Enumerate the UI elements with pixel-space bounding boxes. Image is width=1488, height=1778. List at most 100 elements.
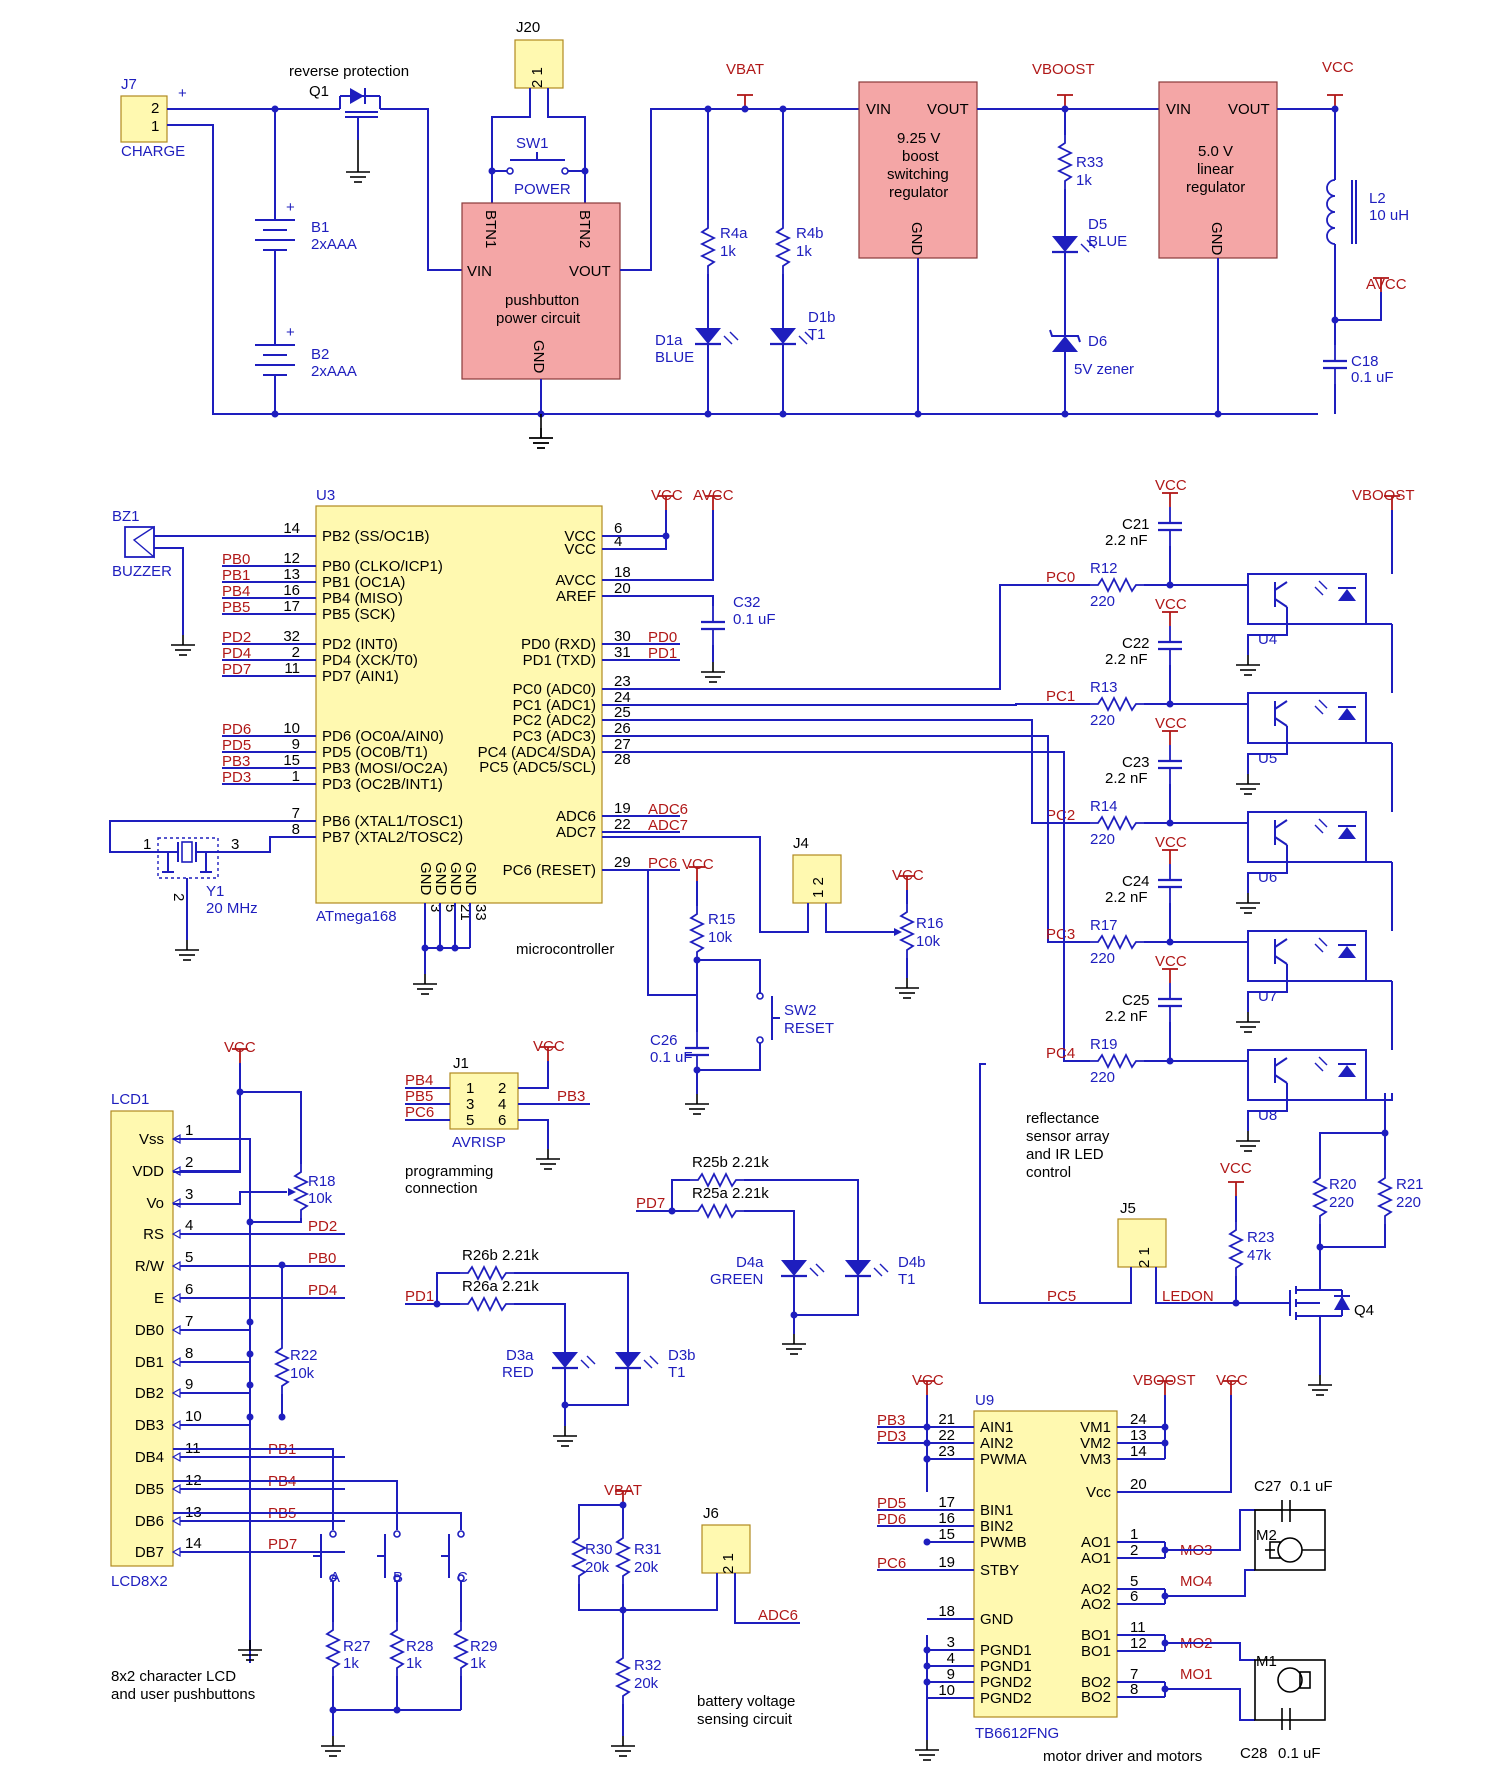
svg-text:GND: GND xyxy=(417,862,434,896)
svg-text:C18: C18 xyxy=(1351,353,1379,370)
svg-text:R30: R30 xyxy=(585,1541,613,1558)
svg-text:0.1 uF: 0.1 uF xyxy=(650,1049,693,1066)
svg-text:VCC: VCC xyxy=(1155,834,1187,851)
cap-ref: C25 xyxy=(1122,992,1150,1009)
motor-pin-num: 6 xyxy=(1130,1588,1138,1605)
motor-pin-num: 1 xyxy=(1130,1526,1138,1543)
svg-text:1k: 1k xyxy=(470,1655,486,1672)
mcu-pin-name: PD3 (OC2B/INT1) xyxy=(322,776,443,793)
svg-text:AVCC: AVCC xyxy=(693,487,734,504)
j7-label: J7 xyxy=(121,76,137,93)
mcu-pin-num: 6 xyxy=(614,520,622,537)
button-a xyxy=(173,1448,340,1710)
svg-text:reflectance: reflectance xyxy=(1026,1110,1099,1127)
svg-text:U9: U9 xyxy=(975,1392,994,1409)
resistor-value: 220 xyxy=(1090,831,1115,848)
svg-text:D5: D5 xyxy=(1088,216,1107,233)
lcd-pin-num: 14 xyxy=(185,1535,202,1552)
battery-b1: + xyxy=(255,199,295,345)
svg-text:R22: R22 xyxy=(290,1347,318,1364)
net-label: PC6 xyxy=(877,1555,906,1572)
net-label: PD3 xyxy=(222,769,251,786)
sensor-ref: U8 xyxy=(1258,1107,1277,1124)
net-label: PC6 xyxy=(648,855,677,872)
svg-text:R25b 2.21k: R25b 2.21k xyxy=(692,1154,769,1171)
svg-text:VCC: VCC xyxy=(1216,1372,1248,1389)
motor-pin-name: GND xyxy=(980,1611,1014,1628)
svg-text:GND: GND xyxy=(530,340,547,374)
j20-label: J20 xyxy=(516,19,540,36)
button-c xyxy=(173,1512,468,1710)
svg-text:and IR LED: and IR LED xyxy=(1026,1146,1104,1163)
lcd-pin-num: 9 xyxy=(185,1376,193,1393)
svg-text:PB3: PB3 xyxy=(557,1088,585,1105)
svg-text:VCC: VCC xyxy=(1220,1160,1252,1177)
svg-text:0.1 uF: 0.1 uF xyxy=(1290,1478,1333,1495)
svg-text:1k: 1k xyxy=(796,243,812,260)
svg-text:J1: J1 xyxy=(453,1055,469,1072)
svg-text:VCC: VCC xyxy=(1322,59,1354,76)
mcu-pin-num: 32 xyxy=(283,628,300,645)
net-label: PD2 xyxy=(222,629,251,646)
svg-text:switching: switching xyxy=(887,166,949,183)
motor-pin-name: AO1 xyxy=(1081,1550,1111,1567)
mcu-pin-num: 31 xyxy=(614,644,631,661)
mcu-pin-name: PD7 (AIN1) xyxy=(322,668,399,685)
mcu-pin-num: 26 xyxy=(614,720,631,737)
svg-text:10 uH: 10 uH xyxy=(1369,207,1409,224)
svg-text:VBOOST: VBOOST xyxy=(1133,1372,1196,1389)
motor-pin-num: 21 xyxy=(938,1411,955,1428)
crystal-y1 xyxy=(109,820,316,940)
mcu-pin-num: 17 xyxy=(283,598,300,615)
lcd-pin-name: R/W xyxy=(135,1258,165,1275)
mcu-pin-name: ADC6 xyxy=(556,808,596,825)
svg-text:M2: M2 xyxy=(1256,1527,1277,1544)
svg-text:VOUT: VOUT xyxy=(927,101,969,118)
mcu-pin-20: AREF 20 xyxy=(556,580,631,605)
svg-text:VOUT: VOUT xyxy=(1228,101,1270,118)
motor-pin-name: PGND1 xyxy=(980,1642,1032,1659)
lcd-pin-num: 6 xyxy=(185,1281,193,1298)
lcd-pin-name: DB7 xyxy=(135,1544,164,1561)
svg-text:10k: 10k xyxy=(308,1190,333,1207)
mcu-pin-name: AREF xyxy=(556,588,596,605)
resistor-value: 220 xyxy=(1090,1069,1115,1086)
mcu-pin-num: 15 xyxy=(283,752,300,769)
resistor-value: 220 xyxy=(1090,950,1115,967)
mcu-pin-name: PD4 (XCK/T0) xyxy=(322,652,418,669)
motor-pin-num: 16 xyxy=(938,1510,955,1527)
net-label: PD2 xyxy=(308,1218,337,1235)
motor-pin-name: Vcc xyxy=(1086,1484,1112,1501)
cap-value: 2.2 nF xyxy=(1105,1008,1148,1025)
sw1-power-switch xyxy=(492,152,585,175)
mcu-pin-num: 20 xyxy=(614,580,631,597)
lcd-pin-name: DB2 xyxy=(135,1385,164,1402)
svg-text:pushbutton: pushbutton xyxy=(505,292,579,309)
svg-text:BLUE: BLUE xyxy=(1088,233,1127,250)
svg-text:RESET: RESET xyxy=(784,1020,834,1037)
cap-ref: C23 xyxy=(1122,754,1150,771)
svg-text:programming: programming xyxy=(405,1163,493,1180)
svg-text:R23: R23 xyxy=(1247,1229,1275,1246)
svg-text:0.1 uF: 0.1 uF xyxy=(733,611,776,628)
svg-text:R25a 2.21k: R25a 2.21k xyxy=(692,1185,769,1202)
mcu-pin-name: PC4 (ADC4/SDA) xyxy=(478,744,596,761)
svg-text:5V zener: 5V zener xyxy=(1074,361,1134,378)
svg-text:RED: RED xyxy=(502,1364,534,1381)
svg-text:PC6: PC6 xyxy=(405,1104,434,1121)
motor-pin-name: PGND2 xyxy=(980,1674,1032,1691)
